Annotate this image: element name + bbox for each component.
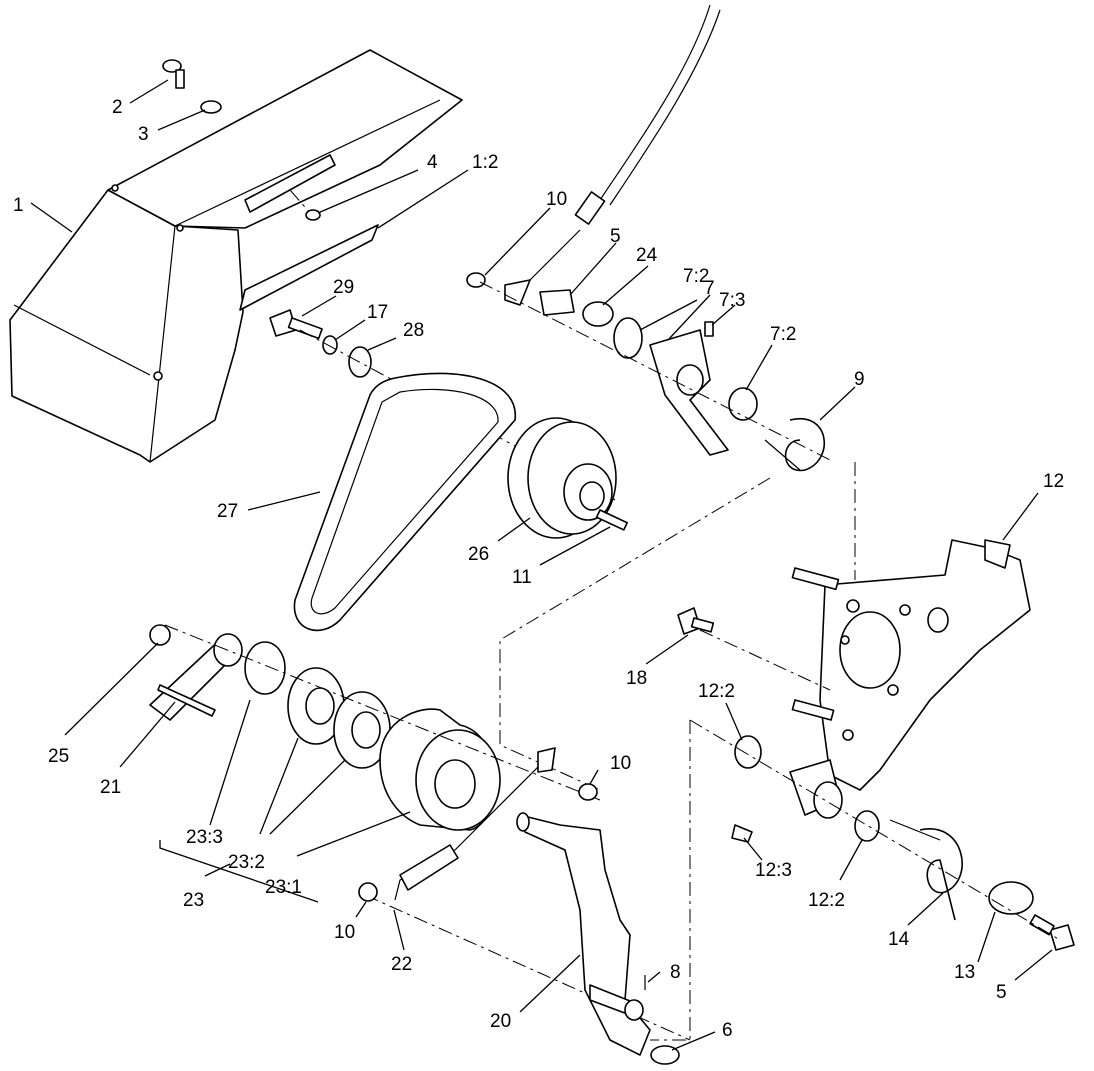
callout-21: 21: [100, 777, 121, 798]
cover-washer: [200, 100, 222, 114]
idler-pivot-assembly: [466, 272, 831, 472]
callout-23-3: 23:3: [186, 827, 223, 848]
callout-5-top: 5: [610, 226, 621, 247]
idler-pulley-assembly: [149, 624, 601, 831]
callout-7: 7: [704, 278, 715, 299]
callout-22: 22: [391, 954, 412, 975]
callout-7-2-top: 7:2: [683, 266, 709, 287]
pulley-bolt: [269, 309, 323, 340]
callout-12-2-lower: 12:2: [808, 890, 845, 911]
callout-18: 18: [626, 668, 647, 689]
callout-10-mid: 10: [610, 753, 631, 774]
callout-20: 20: [490, 1011, 511, 1032]
idler-arm: [516, 812, 680, 1065]
callout-7-3: 7:3: [719, 290, 745, 311]
drive-belt: [293, 372, 516, 632]
pivot-tube: [689, 719, 1075, 951]
pulley-key: [595, 509, 628, 531]
callout-7-2-mid: 7:2: [770, 324, 796, 345]
callout-10-top: 10: [546, 189, 567, 210]
callout-26: 26: [468, 544, 489, 565]
callout-23: 23: [183, 890, 204, 911]
callout-12: 12: [1043, 471, 1064, 492]
cover-nut: [305, 209, 321, 221]
belt-guard-cover: [9, 49, 463, 463]
callout-24: 24: [636, 245, 658, 266]
tension-spring: [358, 747, 598, 902]
leader-lines: [30, 79, 1053, 1051]
callout-13: 13: [954, 962, 975, 983]
callout-14: 14: [888, 929, 910, 950]
idler-bracket: [791, 539, 1031, 791]
callout-23-1: 23:1: [265, 877, 302, 898]
callout-12-3: 12:3: [755, 860, 792, 881]
callout-3: 3: [138, 124, 149, 145]
callout-29: 29: [333, 277, 354, 298]
callout-17: 17: [367, 302, 388, 323]
control-cable: [504, 4, 721, 306]
callout-2: 2: [112, 97, 123, 118]
callout-8: 8: [670, 962, 681, 983]
bracket-bolt: [677, 607, 715, 635]
cover-screw: [162, 59, 185, 89]
callout-1: 1: [13, 195, 24, 216]
callout-28: 28: [403, 320, 424, 341]
callout-11: 11: [512, 567, 532, 588]
callout-12-2-upper: 12:2: [698, 681, 735, 702]
callout-5-bottom: 5: [996, 982, 1007, 1003]
drive-pulley: [507, 417, 617, 539]
callout-27: 27: [217, 501, 238, 522]
callout-1-2: 1:2: [472, 152, 498, 173]
callout-4: 4: [427, 152, 438, 173]
lock-washer: [322, 335, 338, 355]
callout-25: 25: [48, 746, 69, 767]
callout-6: 6: [722, 1020, 733, 1041]
callout-23-2: 23:2: [228, 852, 265, 873]
callout-10-bottom: 10: [334, 922, 355, 943]
callout-9: 9: [854, 369, 865, 390]
